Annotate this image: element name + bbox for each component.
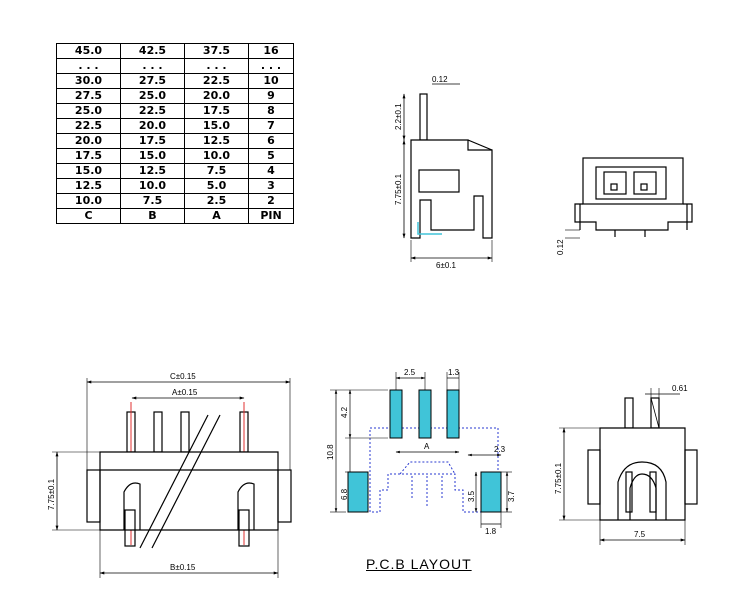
top-dim-c: C±0.15 <box>170 372 196 381</box>
rear-dim-w: 7.5 <box>634 530 646 539</box>
top-dim-h: 7.75±0.1 <box>47 478 56 510</box>
pcb-dim-35: 3.5 <box>467 490 476 502</box>
pcb-dim-37: 3.7 <box>507 490 516 502</box>
rear-dim-top: 0.61 <box>672 384 688 393</box>
side-dim-width: 6±0.1 <box>436 261 457 270</box>
pcb-pad <box>389 389 403 439</box>
front-dim-pin: 0.12 <box>556 239 565 255</box>
pcb-pad <box>347 471 369 513</box>
table-cell: 17.5 <box>56 148 121 164</box>
side-dim-height: 7.75±0.1 <box>394 173 403 205</box>
table-cell: 27.5 <box>56 88 121 104</box>
pcb-dim-pitch: 2.5 <box>404 368 416 377</box>
pcb-layout-title: P.C.B LAYOUT <box>366 556 472 572</box>
side-dim-pin: 2.2±0.1 <box>394 103 403 130</box>
table-cell: 3 <box>248 178 294 194</box>
top-dim-a: A±0.15 <box>172 388 198 397</box>
pcb-pad <box>418 389 432 439</box>
table-cell: A <box>184 208 249 224</box>
table-cell: PIN <box>248 208 294 224</box>
pcb-pad <box>446 389 460 439</box>
rear-dim-h: 7.75±0.1 <box>554 462 563 494</box>
side-view <box>402 83 493 262</box>
table-cell: 15.0 <box>184 118 249 134</box>
pcb-dim-18: 1.8 <box>485 527 497 536</box>
table-cell: . . . <box>56 58 121 74</box>
pcb-dim-pad-h: 4.2 <box>340 406 349 418</box>
table-cell: 25.0 <box>56 103 121 119</box>
table-cell: B <box>120 208 185 224</box>
pcb-layout <box>330 372 512 528</box>
pcb-dim-pad-w: 1.3 <box>448 368 460 377</box>
table-cell: 22.5 <box>56 118 121 134</box>
pcb-pad <box>480 471 502 513</box>
pcb-dim-side: 2.3 <box>494 445 506 454</box>
top-view <box>52 378 292 578</box>
table-cell: 22.5 <box>120 103 185 119</box>
table-cell: 10.0 <box>184 148 249 164</box>
top-dim-b: B±0.15 <box>170 563 196 572</box>
front-view <box>565 157 693 239</box>
pcb-dim-a: A <box>424 442 430 451</box>
pcb-dim-gap: 6.8 <box>340 488 349 500</box>
pcb-dim-total: 10.8 <box>326 444 335 460</box>
table-cell: 7.5 <box>120 193 185 209</box>
rear-view <box>559 388 698 545</box>
side-dim-top: 0.12 <box>432 75 448 84</box>
